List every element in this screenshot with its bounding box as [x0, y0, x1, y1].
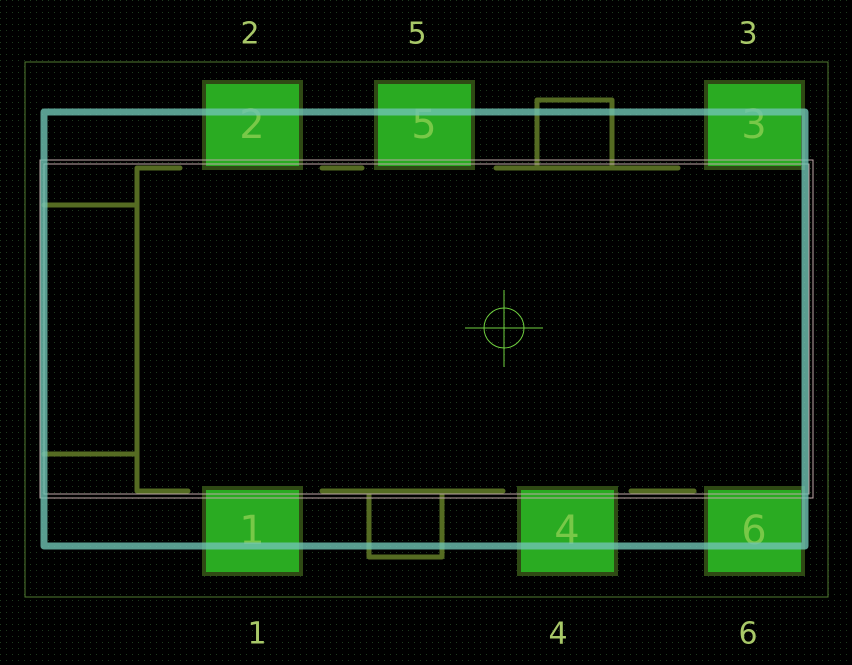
pin-label-bottom-4: 4 — [548, 617, 567, 652]
pad-3[interactable]: 3 — [704, 80, 805, 170]
pad-3-shape — [704, 80, 805, 170]
pin-label-bottom-6: 6 — [738, 617, 757, 652]
fab-left-bracket — [134, 165, 191, 494]
pad-5[interactable]: 5 — [374, 80, 475, 170]
pad-2-shape — [202, 80, 303, 170]
pin-label-top-2: 2 — [240, 17, 259, 52]
body-outline-outer — [39, 159, 814, 499]
pad-1-shape — [202, 486, 303, 576]
courtyard-outline — [24, 61, 829, 598]
pin-label-top-5: 5 — [407, 17, 426, 52]
fab-layer — [41, 97, 697, 560]
fab-top-notch — [534, 97, 615, 171]
silkscreen-outline — [40, 108, 809, 550]
pad-1[interactable]: 1 — [202, 486, 303, 576]
pin-label-bottom-1: 1 — [247, 617, 266, 652]
pin-label-top-3: 3 — [738, 17, 757, 52]
pad-5-shape — [374, 80, 475, 170]
pad-4-shape — [517, 486, 618, 576]
pad-6[interactable]: 6 — [704, 486, 805, 576]
pad-2[interactable]: 2 — [202, 80, 303, 170]
pad-4[interactable]: 4 — [517, 486, 618, 576]
fab-bottom-notch — [366, 488, 445, 560]
pin-labels: 2 5 3 1 4 6 — [240, 17, 757, 652]
anchor-crosshair-icon — [465, 290, 543, 367]
